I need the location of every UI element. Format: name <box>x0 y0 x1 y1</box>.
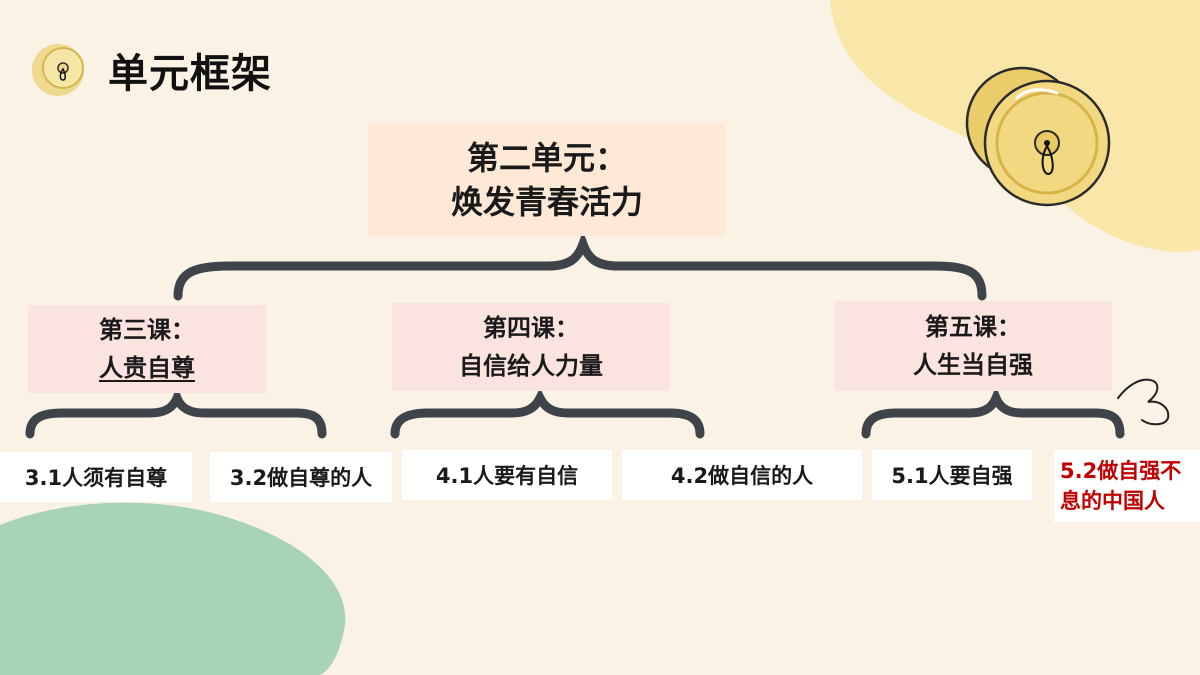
subtopic-label: 4.1人要有自信 <box>435 464 579 488</box>
subtopic-label: 4.2做自信的人 <box>670 464 814 488</box>
subtopic-4-2: 4.2做自信的人 <box>622 450 862 500</box>
subtopic-5-1: 5.1人要自强 <box>872 450 1032 500</box>
lesson5-brace <box>861 385 1125 439</box>
lesson-box-5: 第五课： 人生当自强 <box>834 301 1112 391</box>
subtopic-label: 5.1人要自强 <box>891 464 1013 488</box>
lesson-label: 第三课： <box>99 316 195 344</box>
subtopic-3-1: 3.1人须有自尊 <box>0 452 192 502</box>
lesson4-brace <box>390 387 705 439</box>
subtopic-5-2: 5.2做自强不息的中国人 <box>1054 450 1200 522</box>
cymbals-icon <box>965 66 1111 207</box>
green-blob-decoration <box>0 502 346 675</box>
squiggle-decoration <box>1117 378 1170 426</box>
subtopic-label: 3.2做自尊的人 <box>229 466 373 490</box>
subtopic-label: 3.1人须有自尊 <box>24 466 168 490</box>
unit-box: 第二单元： 焕发青春活力 <box>368 123 726 236</box>
page-header: 单元框架 <box>30 40 272 100</box>
unit-label: 第二单元： <box>466 138 627 177</box>
unit-title: 焕发青春活力 <box>450 182 643 221</box>
subtopic-3-2: 3.2做自尊的人 <box>210 452 392 502</box>
lesson-label: 第四课： <box>483 314 579 342</box>
lesson-title: 人生当自强 <box>913 351 1033 379</box>
lesson-label: 第五课： <box>925 313 1021 341</box>
lesson-title: 人贵自尊 <box>99 354 195 382</box>
cymbal-bullet-icon <box>32 44 84 96</box>
subtopic-label: 5.2做自强不息的中国人 <box>1060 459 1182 513</box>
unit-brace <box>173 230 987 301</box>
lesson-box-3: 第三课： 人贵自尊 <box>28 305 266 393</box>
subtopic-4-1: 4.1人要有自信 <box>402 450 612 500</box>
lesson-title: 自信给人力量 <box>459 352 603 380</box>
page-title: 单元框架 <box>108 51 272 97</box>
lesson-box-4: 第四课： 自信给人力量 <box>392 303 670 391</box>
lesson3-brace <box>25 385 327 439</box>
